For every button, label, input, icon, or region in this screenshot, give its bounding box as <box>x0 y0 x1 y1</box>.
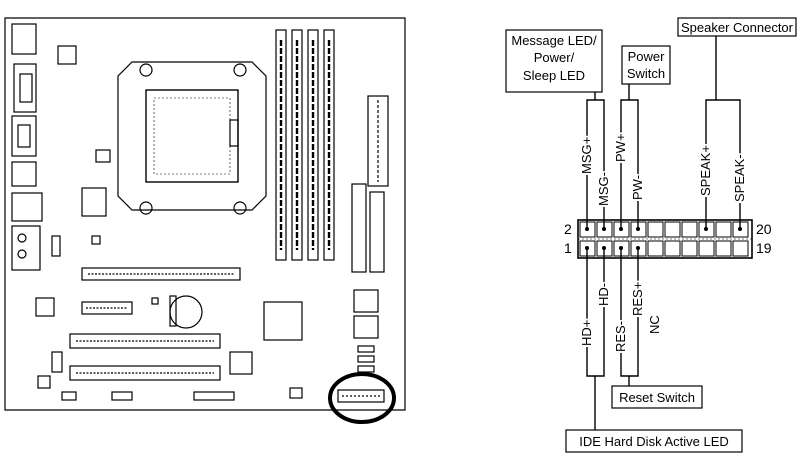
ide-hdd-led-label: IDE Hard Disk Active LED <box>579 434 729 449</box>
cmos-battery <box>169 295 203 329</box>
atx-24pin-connector <box>367 95 389 187</box>
power-switch-lead <box>620 99 639 229</box>
message-led-label-line2: Power/ <box>534 50 575 65</box>
dimm-slot <box>307 29 319 261</box>
speaker-connector-box <box>677 17 797 37</box>
pci-slot <box>69 333 221 349</box>
pin-label-speak-minus: SPEAK- <box>732 154 747 202</box>
pin-label-speak-plus: SPEAK+ <box>698 145 713 196</box>
pci-slot <box>69 365 221 381</box>
power-switch-box <box>621 45 671 85</box>
pin-label-nc: NC <box>647 315 662 334</box>
front-panel-header-location <box>337 389 385 403</box>
message-led-label-line1: Message LED/ <box>511 33 597 48</box>
highlight-circle <box>328 372 396 424</box>
ide-hdd-led-box <box>565 429 743 453</box>
pin-label-res-plus: RES+ <box>630 282 645 316</box>
pin-label-msg-plus: MSG+ <box>579 137 594 174</box>
message-led-box <box>505 29 603 93</box>
io-port <box>11 115 37 157</box>
pin-label-hd-minus: HD- <box>596 283 611 306</box>
dimm-slot <box>275 29 287 261</box>
io-port <box>19 73 33 103</box>
southbridge <box>263 301 303 341</box>
ide-connector <box>351 183 367 273</box>
pin-label-hd-plus: HD+ <box>579 320 594 346</box>
atx-12v-connector <box>57 45 77 65</box>
dimm-slot <box>323 29 335 261</box>
io-port <box>11 161 37 187</box>
reset-switch-box <box>611 385 703 409</box>
chipset <box>81 187 107 217</box>
io-port <box>17 124 31 148</box>
io-port <box>11 192 43 222</box>
message-led-label-line3: Sleep LED <box>523 68 585 83</box>
pin-header-detail: 2 1 20 19 MSG+ MSG- PW+ <box>505 17 797 453</box>
floppy-connector <box>369 191 385 273</box>
speaker-connector-label: Speaker Connector <box>681 20 794 35</box>
pin-label-res-minus: RES- <box>613 321 628 352</box>
pin-number-20: 20 <box>756 221 772 237</box>
power-switch-label-line2: Switch <box>627 66 665 81</box>
cpu-retention-frame <box>117 61 267 211</box>
sata-connector <box>353 315 379 339</box>
pcie-x1-slot <box>81 301 133 315</box>
reset-switch-label: Reset Switch <box>619 390 695 405</box>
pin-label-msg-minus: MSG- <box>596 172 611 206</box>
motherboard <box>4 17 406 411</box>
pin-label-pw-minus: PW- <box>630 175 645 200</box>
hdd-led-lead <box>586 248 605 377</box>
sata-connector <box>353 289 379 313</box>
pin-number-1: 1 <box>564 240 572 256</box>
pin-label-pw-plus: PW+ <box>613 133 628 162</box>
power-switch-label-line1: Power <box>628 49 666 64</box>
dimm-slot <box>291 29 303 261</box>
pin-number-19: 19 <box>756 240 772 256</box>
io-port <box>11 23 37 55</box>
io-port <box>11 225 41 271</box>
pcie-x16-slot <box>81 267 241 281</box>
pin-number-2: 2 <box>564 221 572 237</box>
io-port <box>13 63 37 113</box>
cpu-socket <box>145 89 239 183</box>
